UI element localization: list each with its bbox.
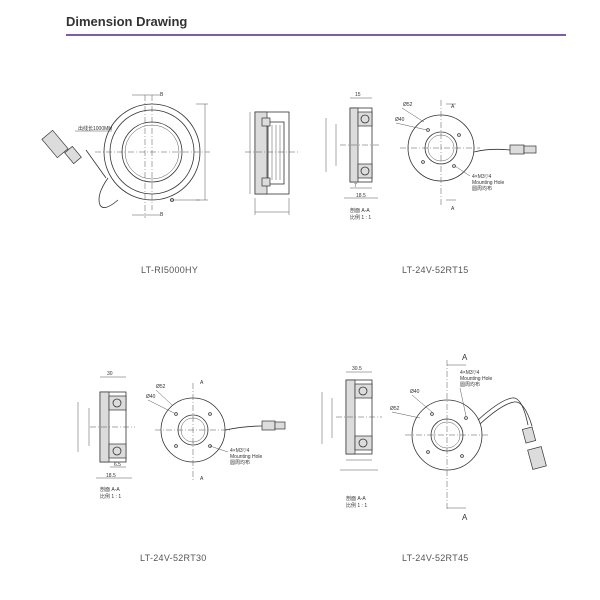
dim-30: 30 xyxy=(107,371,113,377)
connector xyxy=(509,144,525,155)
drawing-lt-24v-52rt15: 15 7 18.5 剖面 A-A 比例 1 : 1 A A Ø52 Ø40 4×… xyxy=(325,92,537,221)
dim-18-5: 18.5 xyxy=(106,473,116,479)
caption-lt-24v-52rt15: LT-24V-52RT15 xyxy=(402,265,469,275)
dia-52-label: Ø52 xyxy=(403,102,413,108)
section-mark-b-top: B xyxy=(160,92,164,98)
mounting-hole-cn: 圆周均布 xyxy=(472,185,492,192)
side-view-section xyxy=(254,111,268,195)
page-title: Dimension Drawing xyxy=(66,14,188,29)
cable xyxy=(473,148,511,153)
dia-52-label: Ø52 xyxy=(156,384,166,390)
connector xyxy=(261,420,276,431)
section-aa-label: 剖面 A-A xyxy=(100,486,120,493)
section-mark-b-bottom: B xyxy=(160,212,164,218)
section-aa-label: 剖面 A-A xyxy=(350,207,370,214)
dim-15: 15 xyxy=(355,92,361,98)
caption-lt-ri5000hy: LT-RI5000HY xyxy=(141,265,199,275)
cable xyxy=(98,177,119,208)
mount-spec: 4×M3▽4 xyxy=(230,448,249,454)
dia-52-label: Ø52 xyxy=(390,406,400,412)
dim-6-5: 6.5 xyxy=(114,462,121,468)
connector xyxy=(41,129,69,159)
dim-7: 7 xyxy=(354,183,357,189)
cable xyxy=(477,397,529,426)
dia-40-label: Ø40 xyxy=(410,389,420,395)
drawing-lt-24v-52rt30: 30 6.5 18.5 剖面 A-A 比例 1 : 1 A A Ø52 Ø40 … xyxy=(77,371,286,500)
section-mark-a-bottom: A xyxy=(451,206,455,212)
scale-label: 比例 1 : 1 xyxy=(350,214,371,221)
scale-label: 比例 1 : 1 xyxy=(100,493,121,500)
drawing-lt-ri5000hy: B B 出线长1000MM xyxy=(41,92,300,218)
mounting-hole-cn: 圆周均布 xyxy=(460,381,480,388)
section-mark-a-top: A xyxy=(200,380,204,386)
mounting-hole-cn: 圆周均布 xyxy=(230,459,250,466)
section-aa-label: 剖面 A-A xyxy=(346,495,366,502)
cable xyxy=(224,425,263,431)
dia-40-label: Ø40 xyxy=(395,117,405,123)
mount-spec: 4×M3▽4 xyxy=(460,370,479,376)
caption-lt-24v-52rt30: LT-24V-52RT30 xyxy=(140,553,207,563)
section-mark-a-bottom: A xyxy=(462,513,468,522)
drawing-lt-24v-52rt45: 30.5 剖面 A-A 比例 1 : 1 A A Ø52 Ø40 4×M3▽4 … xyxy=(321,353,547,522)
cable-length-note: 出线长1000MM xyxy=(78,125,112,132)
dim-18-5: 18.5 xyxy=(356,193,366,199)
section-mark-a-bottom: A xyxy=(200,476,204,482)
dia-40-label: Ø40 xyxy=(146,394,156,400)
mounting-hole-en: Mounting Hole xyxy=(230,454,262,460)
dim-30-5: 30.5 xyxy=(352,366,362,372)
mounting-hole-en: Mounting Hole xyxy=(460,376,492,382)
section-mark-a-top: A xyxy=(451,104,455,110)
caption-lt-24v-52rt45: LT-24V-52RT45 xyxy=(402,553,469,563)
mounting-hole-en: Mounting Hole xyxy=(472,180,504,186)
title-divider xyxy=(66,34,566,36)
section-mark-a-top: A xyxy=(462,353,468,362)
connector xyxy=(521,426,537,444)
scale-label: 比例 1 : 1 xyxy=(346,502,367,509)
mount-spec: 4×M3▽4 xyxy=(472,174,491,180)
